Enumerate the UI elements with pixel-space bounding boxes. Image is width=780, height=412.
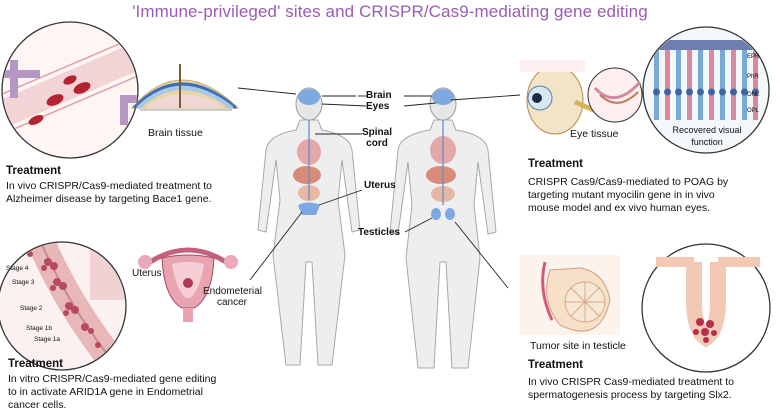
brain-cross-section-illustration [130, 64, 240, 111]
male-body-silhouette [389, 87, 497, 369]
brain-treatment-line: In vivo CRISPR/Cas9-mediated treatment t… [6, 180, 213, 192]
brain-tissue-caption: Brain tissue [148, 127, 203, 139]
connector-lines [237, 87, 521, 289]
stage-label: Stage 3 [12, 279, 35, 286]
retina-layers-illustration [642, 26, 770, 154]
testicle-treatment-heading: Treatment [528, 359, 583, 371]
photoreceptor-column [720, 50, 725, 120]
photoreceptor-column [687, 50, 692, 120]
layer-label: ONL [747, 92, 760, 98]
brain-treatment-text: In vivo CRISPR/Cas9-mediated treatment t… [6, 180, 212, 206]
uterus-treatment-heading: Treatment [8, 358, 63, 370]
photoreceptor-nucleus [741, 88, 748, 96]
recovered-visual-caption: Recovered visual function [670, 124, 744, 148]
testicle-illustration [520, 255, 620, 335]
uterus-treatment-line: In vitro CRISPR/Cas9-mediated gene editi… [8, 373, 217, 385]
photoreceptor-column [654, 50, 659, 120]
cancer-line: Endometerial [203, 286, 262, 297]
photoreceptor-nucleus [708, 88, 715, 96]
layer-label: OPL [747, 108, 760, 114]
recovered-line: function [691, 137, 723, 147]
uterus-treatment-line: cancer cells. [8, 399, 67, 411]
eye-treatment-line: CRISPR Cas9/Cas9-mediated to POAG by [528, 176, 729, 188]
photoreceptor-column [698, 50, 703, 120]
uterus-organ-label: Uterus [132, 268, 162, 279]
photoreceptor-nucleus [686, 88, 693, 96]
spinal-line: cord [366, 138, 388, 149]
retina-epithelium-band [644, 40, 768, 50]
photoreceptor-nucleus [752, 88, 759, 96]
photoreceptor-nucleus [653, 88, 660, 96]
cancer-line: cancer [217, 297, 248, 308]
retina-layer-labels: EPR PhR ONL OPL [747, 50, 759, 118]
uterus-organ-illustration [138, 247, 238, 322]
photoreceptor-nucleus [697, 88, 704, 96]
photoreceptor-nucleus [675, 88, 682, 96]
testicle-treatment-line: spermatogenesis process by targeting Slx… [528, 389, 732, 401]
uterus-treatment-line: to in activate ARID1A gene in Endometria… [8, 386, 203, 398]
spinal-line: Spinal [362, 127, 393, 138]
testicle-treatment-line: In vivo CRISPR Cas9-mediated treatment t… [528, 376, 735, 388]
testicle-tumor-illustration [641, 243, 771, 373]
photoreceptor-nucleus [664, 88, 671, 96]
brain-treatment-line: Alzheimer disease by targeting Bace1 gen… [6, 193, 212, 205]
eye-treatment-text: CRISPR Cas9/Cas9-mediated to POAG by tar… [528, 176, 728, 215]
photoreceptor-nucleus [730, 88, 737, 96]
brain-body-label: Brain [366, 90, 392, 101]
stage-label: Stage 1a [34, 336, 61, 343]
testicles-body-label: Testicles [358, 227, 401, 238]
eye-tissue-caption: Eye tissue [570, 128, 619, 140]
brain-treatment-heading: Treatment [6, 165, 61, 177]
female-body-silhouette [257, 87, 361, 366]
photoreceptor-column [676, 50, 681, 120]
layer-label: PhR [747, 74, 759, 80]
eye-treatment-line: mouse model and ex vivo human eyes. [528, 202, 711, 214]
photoreceptor-column [709, 50, 714, 120]
uterus-body-label: Uterus [364, 180, 396, 191]
spinal-cord-label: Spinal cord [362, 127, 392, 149]
recovered-line: Recovered visual [672, 125, 742, 135]
tumor-site-caption: Tumor site in testicle [530, 340, 626, 352]
photoreceptor-column [731, 50, 736, 120]
stage-label: Stage 4 [6, 265, 29, 272]
layer-label: EPR [747, 54, 760, 60]
stage-label: Stage 2 [20, 305, 43, 312]
photoreceptor-column [753, 50, 758, 120]
eye-zoom-illustration [587, 67, 643, 123]
uterus-treatment-text: In vitro CRISPR/Cas9-mediated gene editi… [8, 373, 216, 412]
figure-title: 'Immune-privileged' sites and CRISPR/Cas… [132, 2, 648, 21]
endometrial-cancer-label: Endometerial cancer [203, 286, 262, 308]
photoreceptor-column [665, 50, 670, 120]
photoreceptor-nucleus [719, 88, 726, 96]
eyes-body-label: Eyes [366, 101, 390, 112]
brain-tissue-illustration [1, 21, 139, 159]
eye-treatment-heading: Treatment [528, 158, 583, 170]
testicle-treatment-text: In vivo CRISPR Cas9-mediated treatment t… [528, 376, 734, 402]
eye-treatment-line: targeting mutant myocilin gene in in viv… [528, 189, 715, 201]
photoreceptor-column [742, 50, 747, 120]
stage-label: Stage 1b [26, 325, 53, 332]
